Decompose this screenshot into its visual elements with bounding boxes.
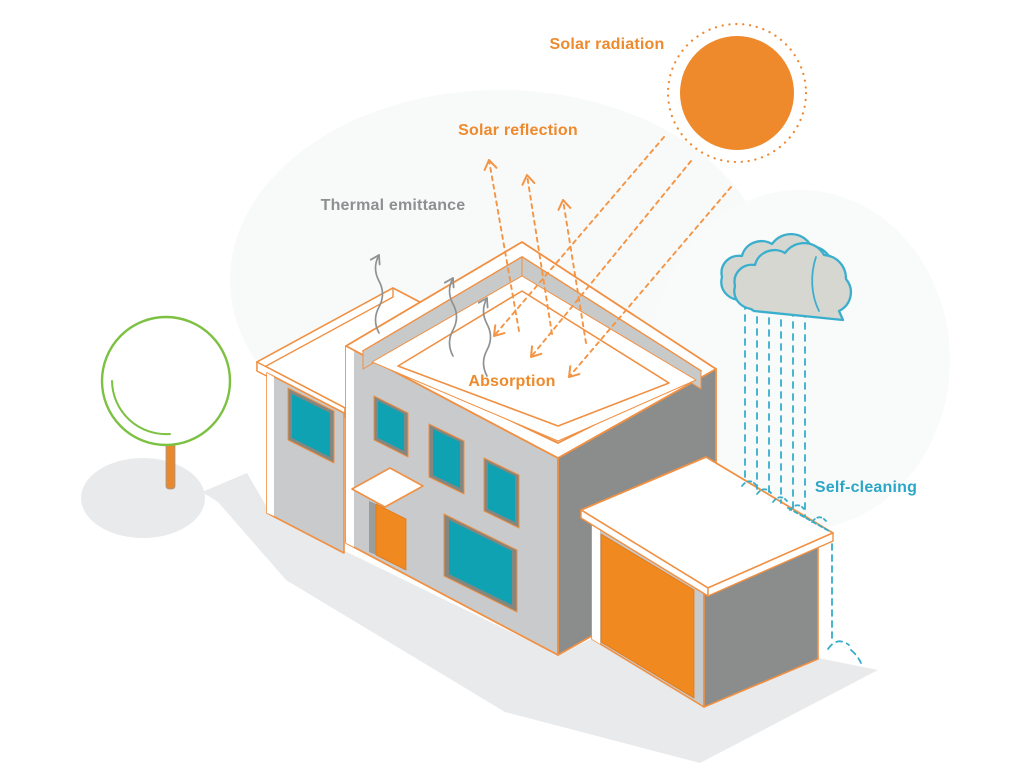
wing-window-glass xyxy=(292,394,330,457)
sun-disc xyxy=(680,36,794,150)
label-solar-radiation: Solar radiation xyxy=(549,36,664,53)
building-shadow xyxy=(202,473,878,763)
rain xyxy=(741,302,862,664)
roof-runoff xyxy=(827,543,862,664)
tree-trunk xyxy=(165,442,176,490)
house-corner-strip xyxy=(346,346,354,547)
wing-corner-strip xyxy=(267,373,274,516)
rain-splashes xyxy=(741,480,830,532)
cloud-front-shell xyxy=(733,241,853,322)
tree-icon xyxy=(100,315,232,490)
garage-corner-strip xyxy=(592,522,600,644)
garage xyxy=(580,456,834,708)
roof-deck-inner-line xyxy=(397,290,670,427)
sun-icon xyxy=(666,22,808,164)
label-solar-reflection: Solar reflection xyxy=(458,122,578,139)
label-self-cleaning: Self-cleaning xyxy=(815,479,917,496)
label-thermal-emittance: Thermal emittance xyxy=(321,197,466,214)
house-windows xyxy=(373,395,520,613)
label-absorption: Absorption xyxy=(468,373,555,390)
solar-reflection-arrows xyxy=(483,159,587,344)
tree-crown xyxy=(100,315,232,447)
roof-deck xyxy=(371,275,697,442)
garage-roof-band-se xyxy=(707,532,834,597)
garage-door xyxy=(600,533,695,699)
door-awning xyxy=(351,467,424,508)
front-door xyxy=(375,503,407,571)
thermal-emittance-arrows xyxy=(369,254,492,377)
solar-radiation-rays xyxy=(493,136,732,378)
tree-crown-inner-arc xyxy=(111,380,171,436)
tree-shadow xyxy=(81,458,205,538)
sun-dotted-ring xyxy=(666,22,808,164)
cloud-lobe-seam xyxy=(811,256,820,312)
door-jamb xyxy=(369,501,376,555)
cloud-icon xyxy=(720,232,853,322)
